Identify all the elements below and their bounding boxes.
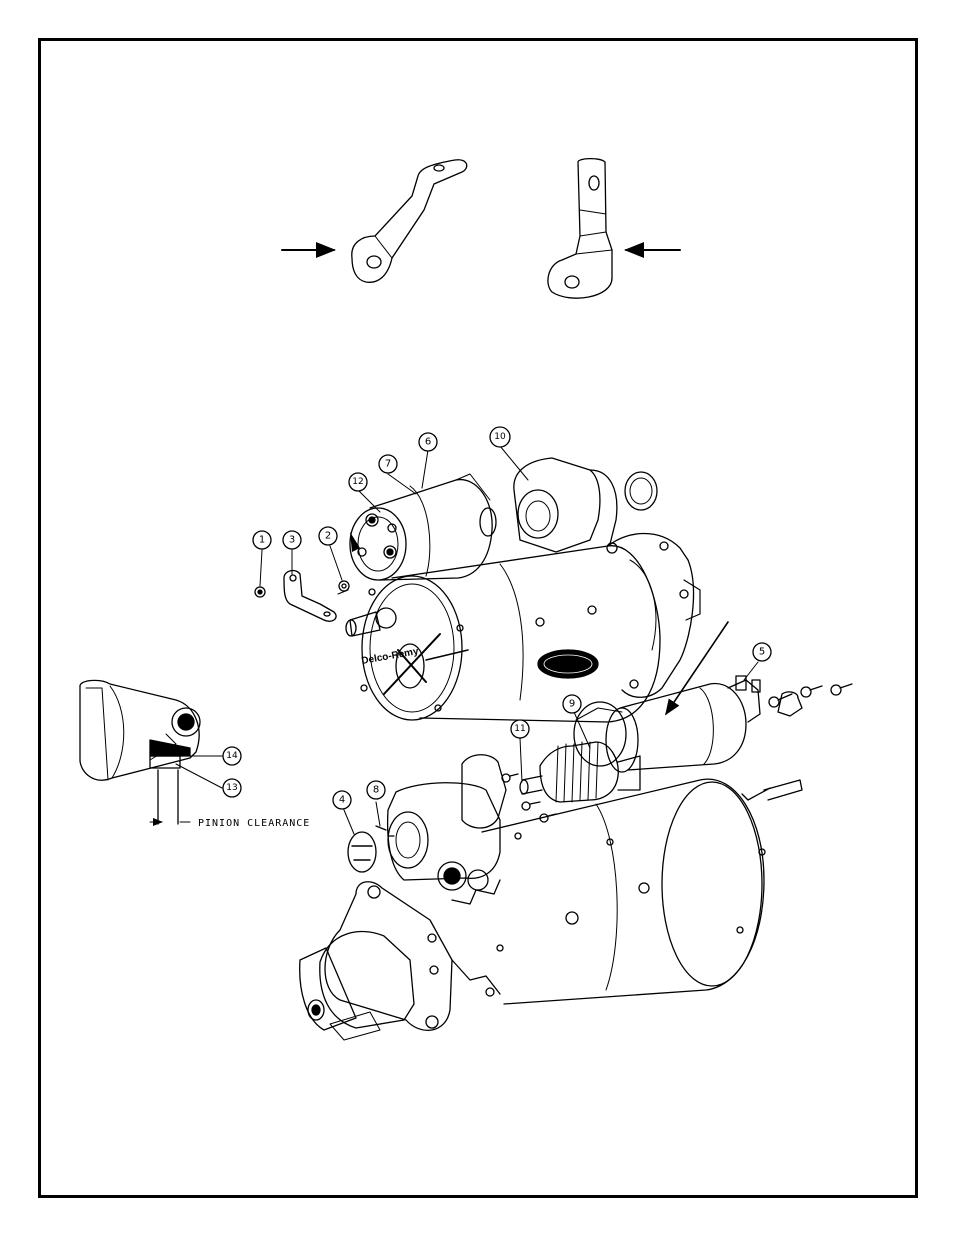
mounting-screw-1	[255, 587, 265, 597]
callout-1-label: 1	[259, 535, 265, 546]
callout-3: 3	[283, 531, 301, 549]
plug-4	[348, 832, 376, 872]
callout-2: 2	[319, 527, 337, 545]
callout-1: 1	[253, 531, 271, 549]
screw-8	[376, 826, 394, 836]
callout-10: 10	[490, 427, 510, 447]
callout-14: 14	[223, 747, 241, 765]
bracket-straight	[352, 160, 467, 283]
bracket-small-3	[284, 571, 336, 622]
callout-9: 9	[563, 695, 581, 713]
screw-row-right	[769, 684, 852, 716]
callout-12-label: 12	[352, 477, 363, 487]
callout-6-label: 6	[425, 437, 431, 448]
screws-lower	[502, 774, 556, 822]
callout-5-label: 5	[759, 647, 765, 658]
solenoid-exploded	[574, 676, 760, 772]
callout-13-label: 13	[226, 783, 237, 793]
callout-11: 11	[511, 720, 529, 738]
callout-8-label: 8	[373, 785, 379, 796]
bracket-offset	[548, 159, 612, 299]
pinion-clearance-detail	[80, 680, 222, 824]
pinion-clearance-note: PINION CLEARANCE	[198, 818, 310, 829]
callout-10-label: 10	[494, 432, 506, 442]
callout-4-label: 4	[339, 795, 345, 806]
callout-7: 7	[379, 455, 397, 473]
callout-9-label: 9	[569, 699, 575, 710]
callout-12: 12	[349, 473, 367, 491]
callout-8: 8	[367, 781, 385, 799]
gasket-10-flange	[462, 755, 506, 828]
starter-motor-exploded	[300, 779, 802, 1040]
callout-7-label: 7	[385, 459, 391, 470]
starter-motor-assembled	[346, 458, 700, 722]
callout-3-label: 3	[289, 535, 295, 546]
callout-13: 13	[223, 779, 241, 797]
callout-11-label: 11	[514, 724, 525, 734]
callout-2-label: 2	[325, 531, 331, 542]
callout-6: 6	[419, 433, 437, 451]
nut-2	[338, 581, 349, 594]
callout-14-label: 14	[226, 751, 238, 761]
callout-5: 5	[753, 643, 771, 661]
callout-4: 4	[333, 791, 351, 809]
